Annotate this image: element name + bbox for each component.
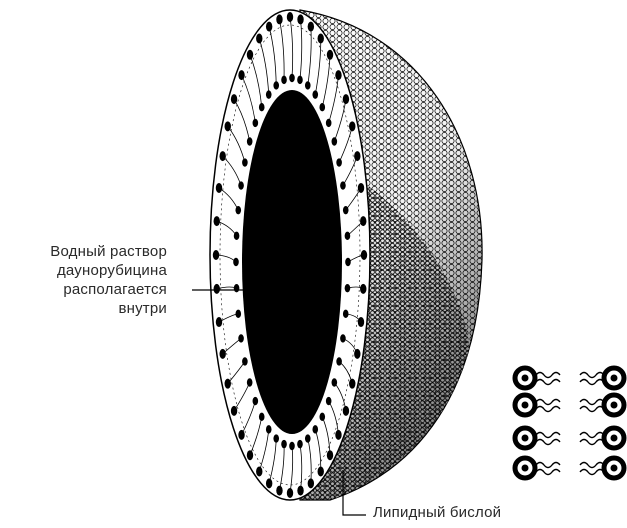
hydrophobic-tail-icon	[580, 400, 604, 412]
polar-head-core-icon	[522, 375, 529, 382]
polar-head-core-icon	[522, 402, 529, 409]
phospholipid-pair	[515, 428, 624, 448]
lipid-head-inner	[235, 310, 241, 318]
polar-head-core-icon	[611, 402, 618, 409]
aqueous-core	[242, 90, 342, 434]
polar-head-core-icon	[611, 375, 618, 382]
hydrophobic-tail-icon	[580, 433, 604, 445]
aqueous-core-label-line-3: располагается	[2, 280, 167, 299]
lipid-head-inner	[340, 334, 346, 342]
hydrophobic-tail-icon	[536, 463, 560, 475]
hydrophobic-tail-icon	[536, 373, 560, 385]
aqueous-core-label: Водный раствор даунорубицина располагает…	[2, 242, 167, 318]
polar-head-core-icon	[522, 465, 529, 472]
hydrophobic-tail-icon	[536, 433, 560, 445]
aqueous-core-label-line-1: Водный раствор	[2, 242, 167, 261]
phospholipid-legend	[515, 368, 624, 478]
phospholipid-pair	[515, 458, 624, 478]
hydrophobic-tail-icon	[536, 400, 560, 412]
phospholipid-pair	[515, 395, 624, 415]
polar-head-core-icon	[611, 465, 618, 472]
lipid-head-inner	[238, 334, 244, 342]
hydrophobic-tail-icon	[580, 463, 604, 475]
phospholipid-pair	[515, 368, 624, 388]
lipid-head-inner	[312, 425, 318, 433]
hydrophobic-tail-icon	[580, 373, 604, 385]
aqueous-core-label-line-2: даунорубицина	[2, 261, 167, 280]
aqueous-core-label-line-4: внутри	[2, 299, 167, 318]
polar-head-core-icon	[522, 435, 529, 442]
polar-head-core-icon	[611, 435, 618, 442]
lipid-bilayer-label: Липидный бислой	[373, 503, 501, 522]
